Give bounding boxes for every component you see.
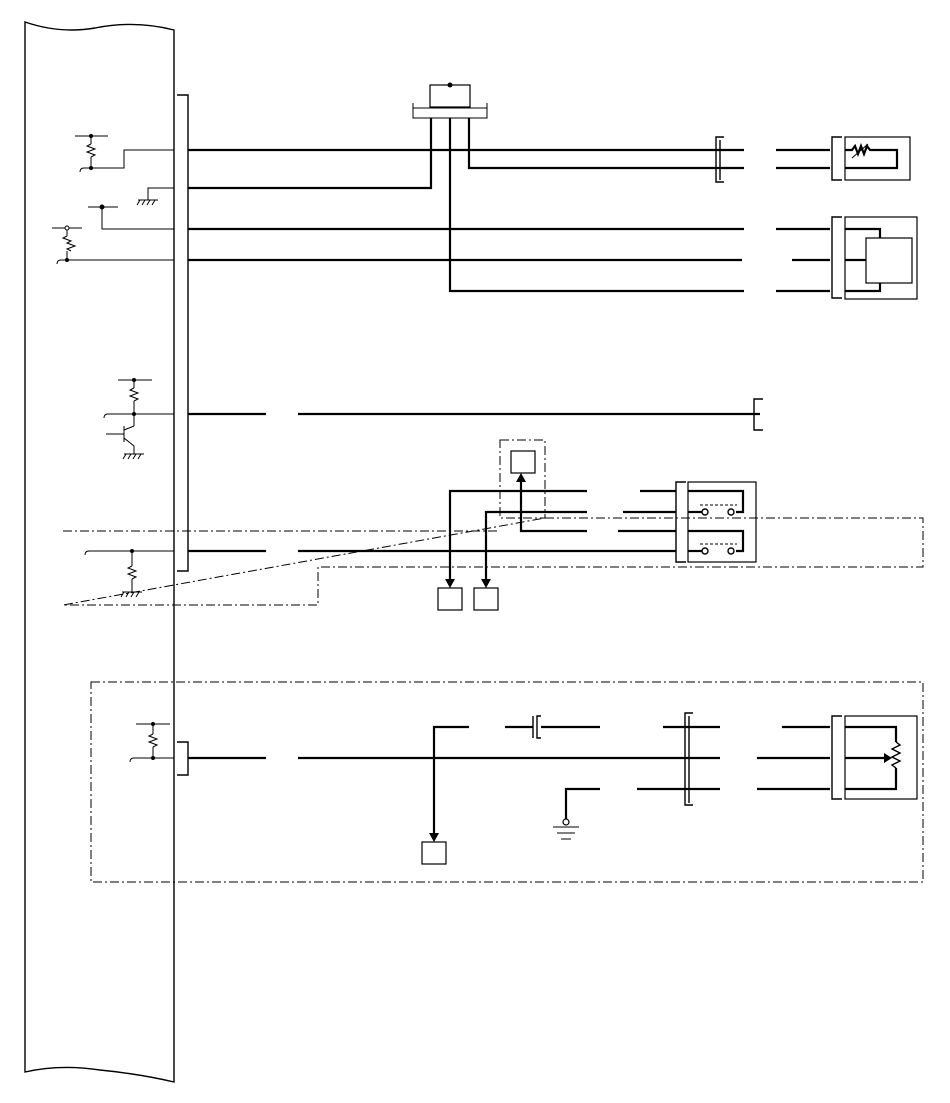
arrow-down-1 [445, 579, 455, 588]
arrow-up-1 [516, 473, 526, 482]
arrow-down-3 [429, 833, 439, 842]
wire-switch-2 [484, 510, 587, 585]
inline-connector-1 [715, 136, 724, 183]
wire-switch-3 [519, 480, 587, 533]
shield-outline-mid [62, 517, 924, 606]
inline-plug [532, 715, 541, 739]
terminal-box-1 [437, 587, 463, 611]
internal-pullup-3 [52, 225, 174, 265]
shield-outline-lower [90, 681, 924, 883]
internal-transistor-4 [103, 378, 174, 460]
potentiometer-sensor [831, 715, 918, 800]
wire-jc-a [467, 118, 744, 170]
sensor-thermistor [831, 136, 911, 181]
wire-9 [564, 787, 600, 820]
terminal-group-top [499, 439, 546, 519]
connector-end-bracket [753, 398, 763, 431]
joint-connector [412, 82, 488, 119]
internal-pullup-6 [129, 722, 174, 763]
inline-connector-2 [684, 712, 693, 806]
arrow-down-2 [481, 579, 491, 588]
wire-switch-1 [448, 489, 587, 585]
control-unit-panel [24, 21, 175, 1083]
sensor-module-box [831, 216, 918, 300]
internal-pullup-1 [75, 134, 174, 173]
connector-bar-main [177, 94, 189, 572]
wire-7-branch [432, 725, 469, 835]
ground-symbol [553, 818, 579, 840]
wire-jc-b [448, 118, 744, 293]
connector-bar-lower [177, 741, 189, 776]
internal-pulldown-5 [84, 549, 174, 598]
terminal-box-top [510, 450, 536, 474]
dual-switch-unit [675, 481, 757, 563]
terminal-box-2 [473, 587, 499, 611]
internal-ground-1 [136, 187, 174, 206]
internal-switch-2 [88, 204, 174, 230]
wire-2 [188, 118, 433, 190]
terminal-box-3 [421, 841, 447, 865]
